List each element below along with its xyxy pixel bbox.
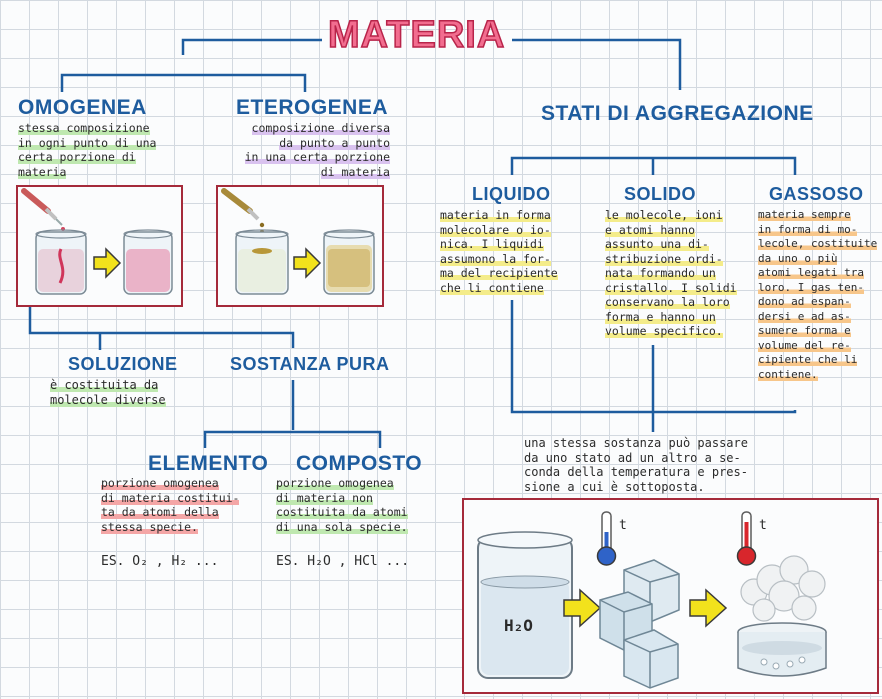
eterogenea-line: di materia bbox=[320, 164, 390, 179]
liquido-line: che li contiene bbox=[440, 280, 544, 295]
eterogenea-illustration-box bbox=[216, 185, 384, 307]
elemento-text: porzione omogenea di materia costitui- t… bbox=[101, 476, 240, 534]
gassoso-line: atomi legati tra bbox=[758, 266, 864, 279]
solido-line: forma e hanno un bbox=[605, 309, 716, 324]
liquido-line: molecolare o io- bbox=[440, 222, 551, 237]
composto-heading: COMPOSTO bbox=[296, 452, 423, 475]
passaggio-line: sione a cui è sottoposta. bbox=[524, 479, 705, 494]
composto-line: porzione omogenea bbox=[276, 476, 394, 490]
gassoso-line: contiene. bbox=[758, 367, 818, 381]
arrow-icon bbox=[563, 588, 602, 628]
omogenea-line: materia bbox=[18, 164, 67, 179]
gassoso-line: dono ad espan- bbox=[758, 295, 851, 308]
eterogenea-heading: ETEROGENEA bbox=[236, 96, 389, 119]
omogenea-illustration-box bbox=[16, 185, 183, 307]
composto-line: di materia non bbox=[276, 490, 373, 505]
sostanza-pura-heading: SOSTANZA PURA bbox=[230, 354, 390, 374]
liquido-heading: LIQUIDO bbox=[472, 184, 551, 204]
gassoso-text: materia sempre in forma di mo- lecole, c… bbox=[758, 208, 878, 382]
stati-heading: STATI DI AGGREGAZIONE bbox=[541, 102, 814, 125]
elemento-line: stessa specie. bbox=[101, 519, 198, 534]
soluzione-heading: SOLUZIONE bbox=[68, 354, 178, 374]
mixture-illustration bbox=[221, 188, 375, 295]
gassoso-line: volume del re- bbox=[758, 338, 851, 352]
gassoso-line: cipiente che li bbox=[758, 353, 858, 366]
liquido-line: nica. I liquidi bbox=[440, 237, 544, 251]
eterogenea-line: composizione diversa bbox=[251, 121, 390, 135]
omogenea-heading: OMOGENEA bbox=[18, 96, 147, 119]
solido-line: cristallo. I solidi bbox=[605, 280, 737, 295]
gassoso-line: lecole, costituite bbox=[758, 237, 878, 250]
composto-line: di una sola specie. bbox=[276, 519, 408, 534]
omogenea-text: stessa composizione in ogni punto di una… bbox=[18, 121, 157, 179]
composto-example: ES. H₂O , HCl ... bbox=[276, 554, 410, 569]
gassoso-line: loro. I gas ten- bbox=[758, 280, 864, 294]
solido-line: le molecole, ioni bbox=[605, 208, 723, 222]
elemento-example: ES. O₂ , H₂ ... bbox=[101, 554, 219, 569]
cold-temp-label: t bbox=[619, 518, 627, 533]
evaporating-dish-icon bbox=[737, 622, 827, 677]
omogenea-line: in ogni punto di una bbox=[18, 135, 157, 150]
cold-thermometer-icon bbox=[596, 511, 617, 566]
liquido-line: assumono la for- bbox=[440, 251, 551, 266]
solution-mixing-illustration bbox=[21, 188, 173, 295]
hot-temp-label: t bbox=[759, 518, 767, 533]
composto-line: costituita da atomi bbox=[276, 505, 408, 519]
passaggio-line: una stessa sostanza può passare bbox=[524, 436, 748, 450]
solido-line: volume specifico. bbox=[605, 324, 723, 338]
eterogenea-line: in una certa porzione bbox=[244, 150, 390, 164]
omogenea-line: certa porzione di bbox=[18, 150, 136, 164]
liquido-line: ma del recipiente bbox=[440, 266, 558, 280]
arrow-icon bbox=[689, 588, 728, 628]
gassoso-heading: GASSOSO bbox=[769, 184, 864, 204]
page-title: MATERIA bbox=[327, 13, 506, 57]
water-formula-label: H₂O bbox=[504, 616, 533, 635]
water-beaker-icon bbox=[477, 531, 573, 679]
eterogenea-line: da punto a punto bbox=[279, 135, 390, 150]
elemento-line: porzione omogenea bbox=[101, 476, 219, 490]
liquido-text: materia in forma molecolare o io- nica. … bbox=[440, 208, 558, 295]
gassoso-line: in forma di mo- bbox=[758, 222, 858, 236]
solido-line: nata formando un bbox=[605, 266, 716, 280]
solido-text: le molecole, ioni e atomi hanno assunto … bbox=[605, 208, 737, 339]
elemento-heading: ELEMENTO bbox=[148, 452, 269, 475]
solido-heading: SOLIDO bbox=[624, 184, 697, 204]
elemento-line: ta da atomi della bbox=[101, 505, 219, 519]
state-change-illustration bbox=[477, 511, 827, 689]
composto-text: porzione omogenea di materia non costitu… bbox=[276, 476, 408, 534]
soluzione-line: molecole diverse bbox=[50, 392, 166, 407]
passaggio-line: conda della temperatura e pres- bbox=[524, 465, 748, 479]
passaggio-text: una stessa sostanza può passare da uno s… bbox=[524, 436, 748, 494]
gassoso-line: sumere forma e bbox=[758, 324, 851, 337]
hot-thermometer-icon bbox=[736, 511, 757, 566]
solido-line: e atomi hanno bbox=[605, 222, 696, 237]
gassoso-line: da uno o più bbox=[758, 251, 838, 265]
steam-icon bbox=[740, 555, 826, 622]
states-illustration-box: t t H₂O bbox=[462, 498, 879, 694]
soluzione-text: è costituita da molecole diverse bbox=[50, 378, 166, 407]
solido-line: assunto una di- bbox=[605, 237, 709, 251]
gassoso-line: materia sempre bbox=[758, 208, 851, 221]
solido-line: stribuzione ordi- bbox=[605, 251, 723, 266]
passaggio-line: da uno stato ad un altro a se- bbox=[524, 450, 741, 465]
soluzione-line: è costituita da bbox=[50, 378, 159, 392]
elemento-line: di materia costitui- bbox=[101, 490, 240, 505]
ice-cubes-icon bbox=[599, 559, 680, 689]
eterogenea-text: composizione diversa da punto a punto in… bbox=[212, 121, 390, 179]
omogenea-line: stessa composizione bbox=[18, 121, 150, 135]
gassoso-line: dersi e ad as- bbox=[758, 309, 851, 323]
liquido-line: materia in forma bbox=[440, 208, 551, 222]
solido-line: conservano la loro bbox=[605, 295, 730, 309]
